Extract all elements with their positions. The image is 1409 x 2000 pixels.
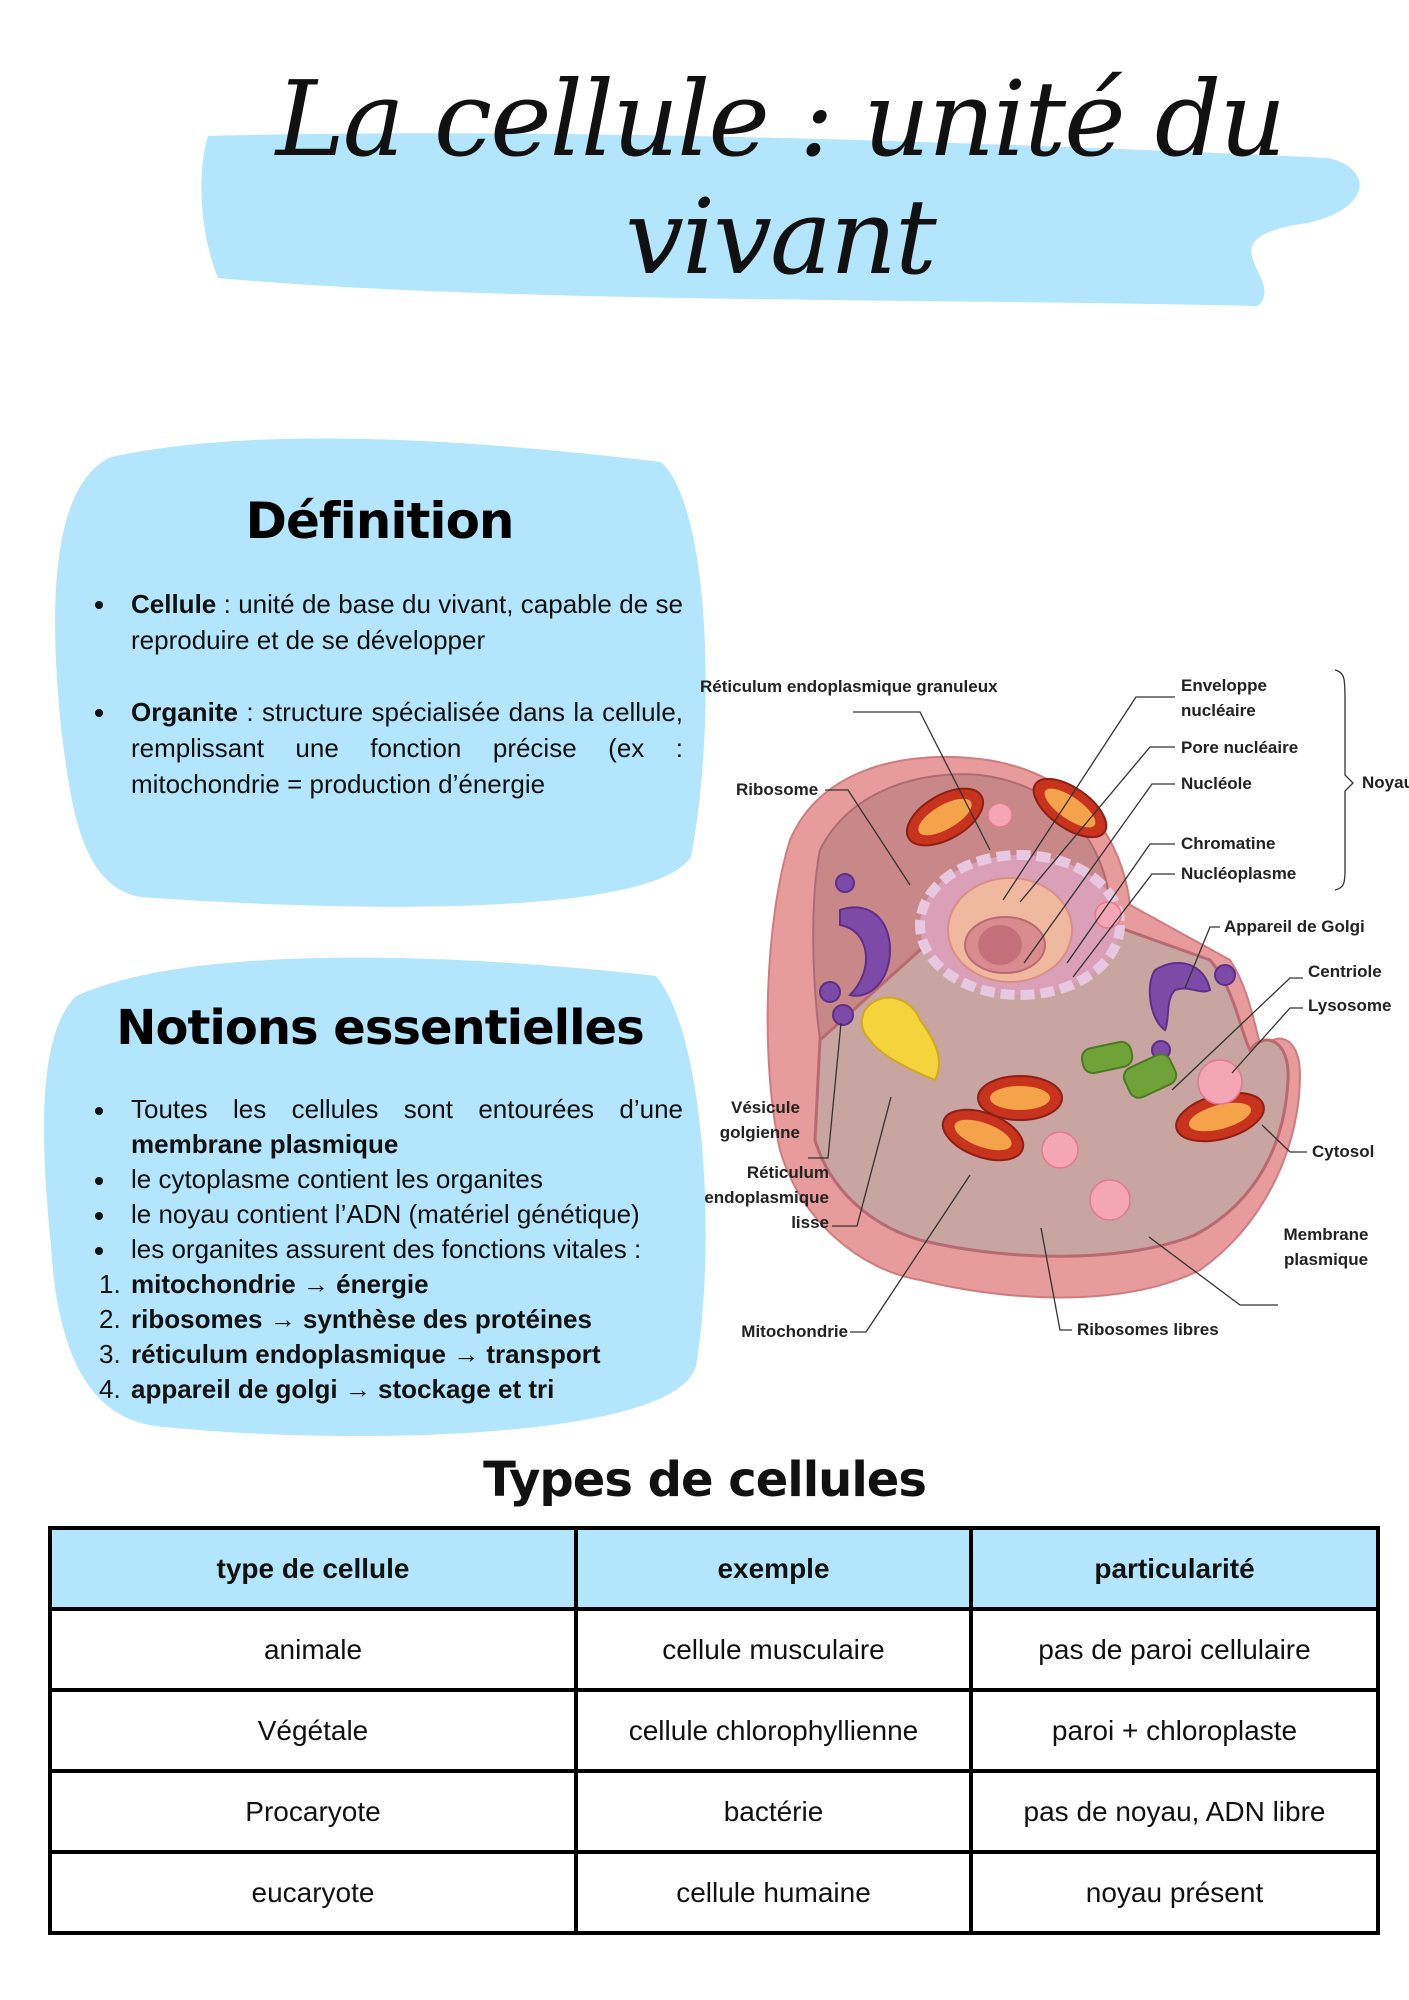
table-cell: bactérie bbox=[574, 1769, 973, 1854]
table-cell: Végétale bbox=[48, 1688, 578, 1773]
label-ribosome: Ribosome bbox=[736, 780, 819, 799]
label-mitochondrie: Mitochondrie bbox=[741, 1322, 848, 1341]
function-item: 2.ribosomes → synthèse des protéines bbox=[99, 1304, 592, 1334]
label-rel: Réticulum endoplasmique lisse bbox=[704, 1163, 829, 1232]
notions-heading: Notions essentielles bbox=[116, 1000, 644, 1056]
label-pore: Pore nucléaire bbox=[1181, 738, 1299, 757]
table-cell: pas de noyau, ADN libre bbox=[969, 1769, 1380, 1854]
cell-types-table: type de cellule exemple particularité an… bbox=[48, 1526, 1380, 1935]
notion-item: Toutes les cellules sont entourées d’une… bbox=[95, 1092, 683, 1162]
table-cell: pas de paroi cellulaire bbox=[969, 1607, 1380, 1692]
notion-item: le cytoplasme contient les organites bbox=[95, 1162, 683, 1197]
table-cell: cellule musculaire bbox=[574, 1607, 973, 1692]
page-title: La cellule : unité du vivant bbox=[275, 58, 1287, 298]
function-item: 1.mitochondrie → énergie bbox=[99, 1269, 429, 1299]
label-lysosome: Lysosome bbox=[1308, 996, 1392, 1015]
notions-list: Toutes les cellules sont entourées d’une… bbox=[95, 1092, 683, 1407]
table-cell: Procaryote bbox=[48, 1769, 578, 1854]
label-ribosomes-libres: Ribosomes libres bbox=[1077, 1320, 1219, 1339]
label-membrane: Membrane plasmique bbox=[1283, 1225, 1369, 1269]
cell-diagram bbox=[766, 669, 1354, 1333]
leader-lines bbox=[808, 669, 1354, 1333]
table-cell: eucaryote bbox=[48, 1850, 578, 1935]
types-heading: Types de cellules bbox=[483, 1452, 927, 1508]
definition-item: Cellule : unité de base du vivant, capab… bbox=[95, 586, 683, 658]
label-vesicule: Vésicule golgienne bbox=[719, 1098, 800, 1142]
table-cell: noyau présent bbox=[969, 1850, 1380, 1935]
title-highlight bbox=[201, 133, 1360, 306]
label-nucleoplasme: Nucléoplasme bbox=[1181, 864, 1297, 883]
column-header: exemple bbox=[574, 1526, 973, 1611]
table-row: animale cellule musculaire pas de paroi … bbox=[48, 1607, 1380, 1692]
table-row: eucaryote cellule humaine noyau présent bbox=[48, 1850, 1380, 1935]
table-header-row: type de cellule exemple particularité bbox=[48, 1526, 1380, 1611]
column-header: particularité bbox=[969, 1526, 1380, 1611]
label-nucleole: Nucléole bbox=[1181, 774, 1252, 793]
table-cell: paroi + chloroplaste bbox=[969, 1688, 1380, 1773]
definition-box bbox=[55, 438, 706, 907]
notion-item: les organites assurent des fonctions vit… bbox=[95, 1232, 683, 1267]
definition-list: Cellule : unité de base du vivant, capab… bbox=[95, 586, 683, 802]
cell-illustration bbox=[766, 755, 1302, 1299]
label-enveloppe: Enveloppe nucléaire bbox=[1181, 676, 1267, 720]
function-item: 4.appareil de golgi → stockage et tri bbox=[99, 1374, 555, 1404]
definition-item: Organite : structure spécialisée dans la… bbox=[95, 694, 683, 802]
definition-heading: Définition bbox=[245, 492, 514, 550]
table-cell: animale bbox=[48, 1607, 578, 1692]
label-chromatine: Chromatine bbox=[1181, 834, 1276, 853]
function-item: 3.réticulum endoplasmique → transport bbox=[99, 1339, 601, 1369]
label-cytosol: Cytosol bbox=[1312, 1142, 1375, 1161]
table-cell: cellule humaine bbox=[574, 1850, 973, 1935]
notion-item: le noyau contient l’ADN (matériel généti… bbox=[95, 1197, 683, 1232]
label-reg: Réticulum endoplasmique granuleux bbox=[700, 677, 998, 696]
table-cell: cellule chlorophyllienne bbox=[574, 1688, 973, 1773]
label-noyau: Noyau bbox=[1362, 773, 1409, 792]
column-header: type de cellule bbox=[48, 1526, 578, 1611]
label-golgi: Appareil de Golgi bbox=[1224, 917, 1365, 936]
table-row: Végétale cellule chlorophyllienne paroi … bbox=[48, 1688, 1380, 1773]
label-centriole: Centriole bbox=[1308, 962, 1382, 981]
table-row: Procaryote bactérie pas de noyau, ADN li… bbox=[48, 1769, 1380, 1854]
notions-box bbox=[43, 957, 706, 1437]
